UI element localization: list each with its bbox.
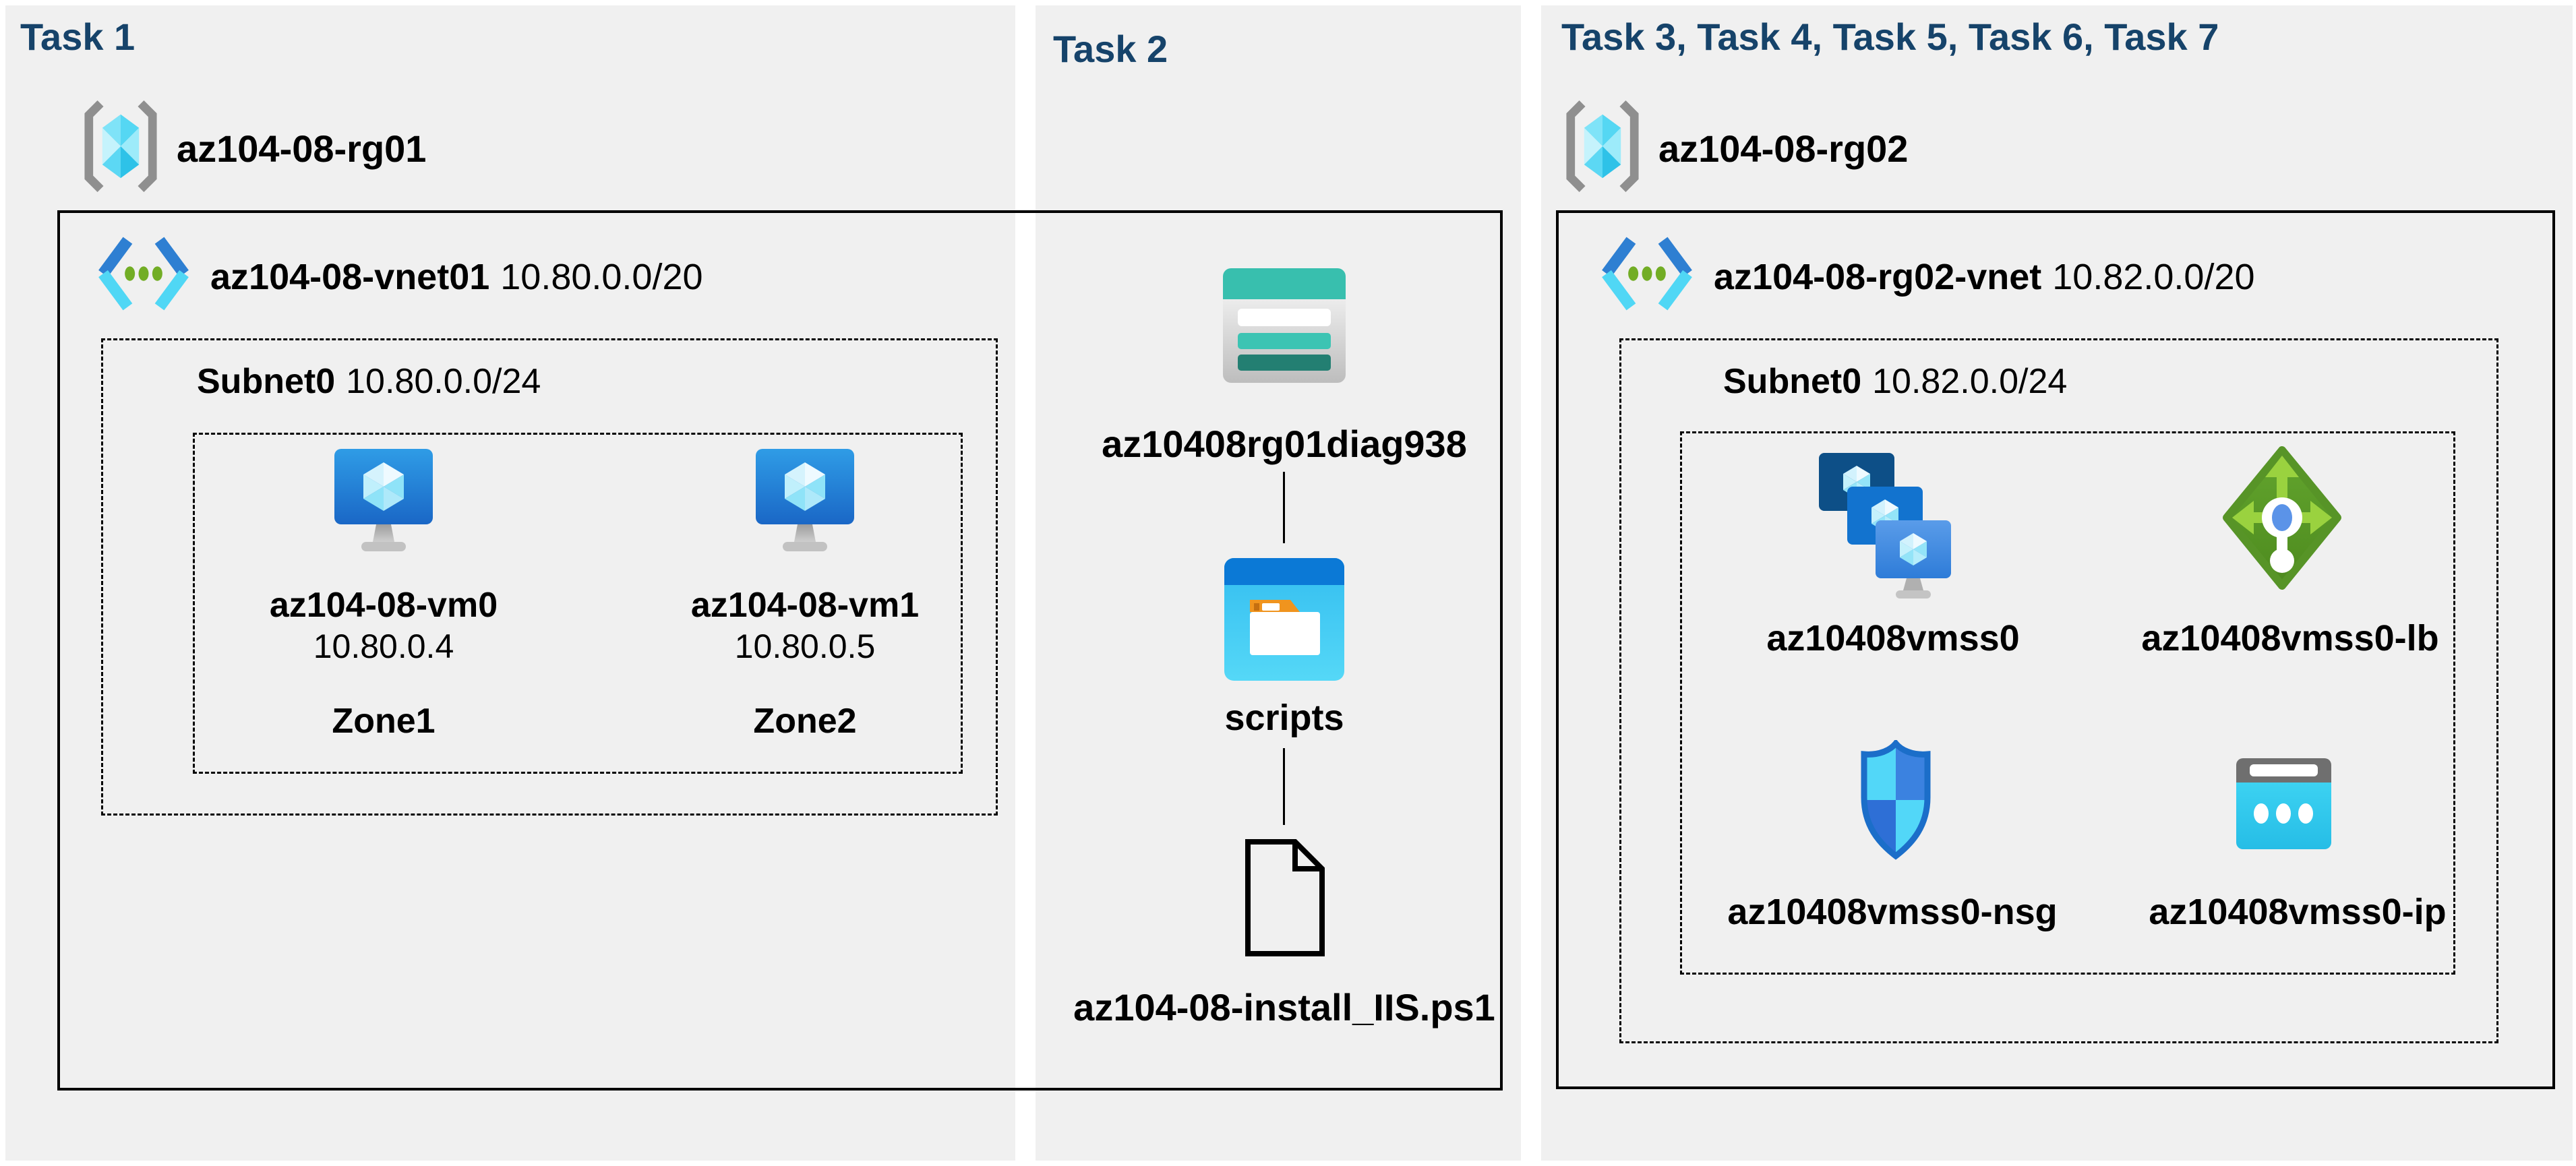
load-balancer-name: az10408vmss0-lb [2141, 618, 2439, 658]
load-balancer-icon [2223, 446, 2341, 590]
script-file-icon [1245, 839, 1325, 956]
subnet-cidr: 10.80.0.0/24 [346, 362, 541, 401]
vm1-zone: Zone2 [753, 702, 857, 741]
rg01-boundary-box [57, 210, 1503, 1091]
vnet-icon [98, 237, 189, 311]
vm0-name: az104-08-vm0 [269, 586, 498, 625]
resource-group-icon [1566, 100, 1639, 193]
scripts-folder-icon [1224, 558, 1344, 681]
vm0-zone: Zone1 [332, 702, 436, 741]
connector-line [1283, 748, 1285, 825]
task-3-7-heading: Task 3, Task 4, Task 5, Task 6, Task 7 [1561, 16, 2219, 58]
vnet-cidr: 10.80.0.0/20 [500, 257, 703, 297]
public-ip-name: az10408vmss0-ip [2149, 892, 2447, 932]
vm1-name: az104-08-vm1 [690, 586, 920, 625]
subnet-name: Subnet0 [197, 362, 336, 401]
storage-account-icon [1223, 268, 1346, 383]
nsg-icon [1861, 740, 1931, 860]
storage-account-name: az10408rg01diag938 [1102, 423, 1467, 465]
vnet-icon [1602, 237, 1692, 311]
vm1-ip: 10.80.0.5 [734, 627, 876, 665]
subnet-cidr: 10.82.0.0/24 [1872, 362, 2068, 401]
vmss-resources-box [1680, 431, 2455, 975]
vm0-ip: 10.80.0.4 [313, 627, 454, 665]
vnet-name: az104-08-vnet01 [210, 257, 490, 297]
virtual-machine-icon [756, 449, 854, 551]
availability-zones-box [193, 433, 963, 774]
public-ip-icon [2236, 758, 2331, 849]
subnet-label: Subnet0 10.82.0.0/24 [1723, 361, 2067, 402]
resource-group-icon [84, 100, 157, 193]
vmss-name: az10408vmss0 [1766, 618, 2020, 658]
task-2-heading: Task 2 [1053, 28, 1168, 70]
subnet-name: Subnet0 [1723, 362, 1862, 401]
vnet-name: az104-08-rg02-vnet [1714, 257, 2042, 297]
panel-task-3-7 [1541, 5, 2573, 1161]
resource-group-name: az104-08-rg01 [177, 127, 427, 170]
subnet-label: Subnet0 10.80.0.0/24 [197, 361, 541, 402]
rg02-boundary-box [1556, 210, 2555, 1089]
connector-line [1283, 472, 1285, 543]
script-file-name: az104-08-install_IIS.ps1 [1073, 986, 1495, 1029]
nsg-name: az10408vmss0-nsg [1727, 892, 2058, 932]
virtual-machine-icon [334, 449, 433, 551]
vnet-cidr: 10.82.0.0/20 [2052, 257, 2255, 297]
subnet-box [101, 338, 998, 816]
task-1-heading: Task 1 [20, 16, 136, 58]
subnet-box [1619, 338, 2498, 1043]
panel-task-1 [5, 5, 1015, 1161]
container-name: scripts [1224, 698, 1344, 738]
resource-group-name: az104-08-rg02 [1658, 127, 1909, 170]
vmss-icon [1819, 453, 1951, 599]
